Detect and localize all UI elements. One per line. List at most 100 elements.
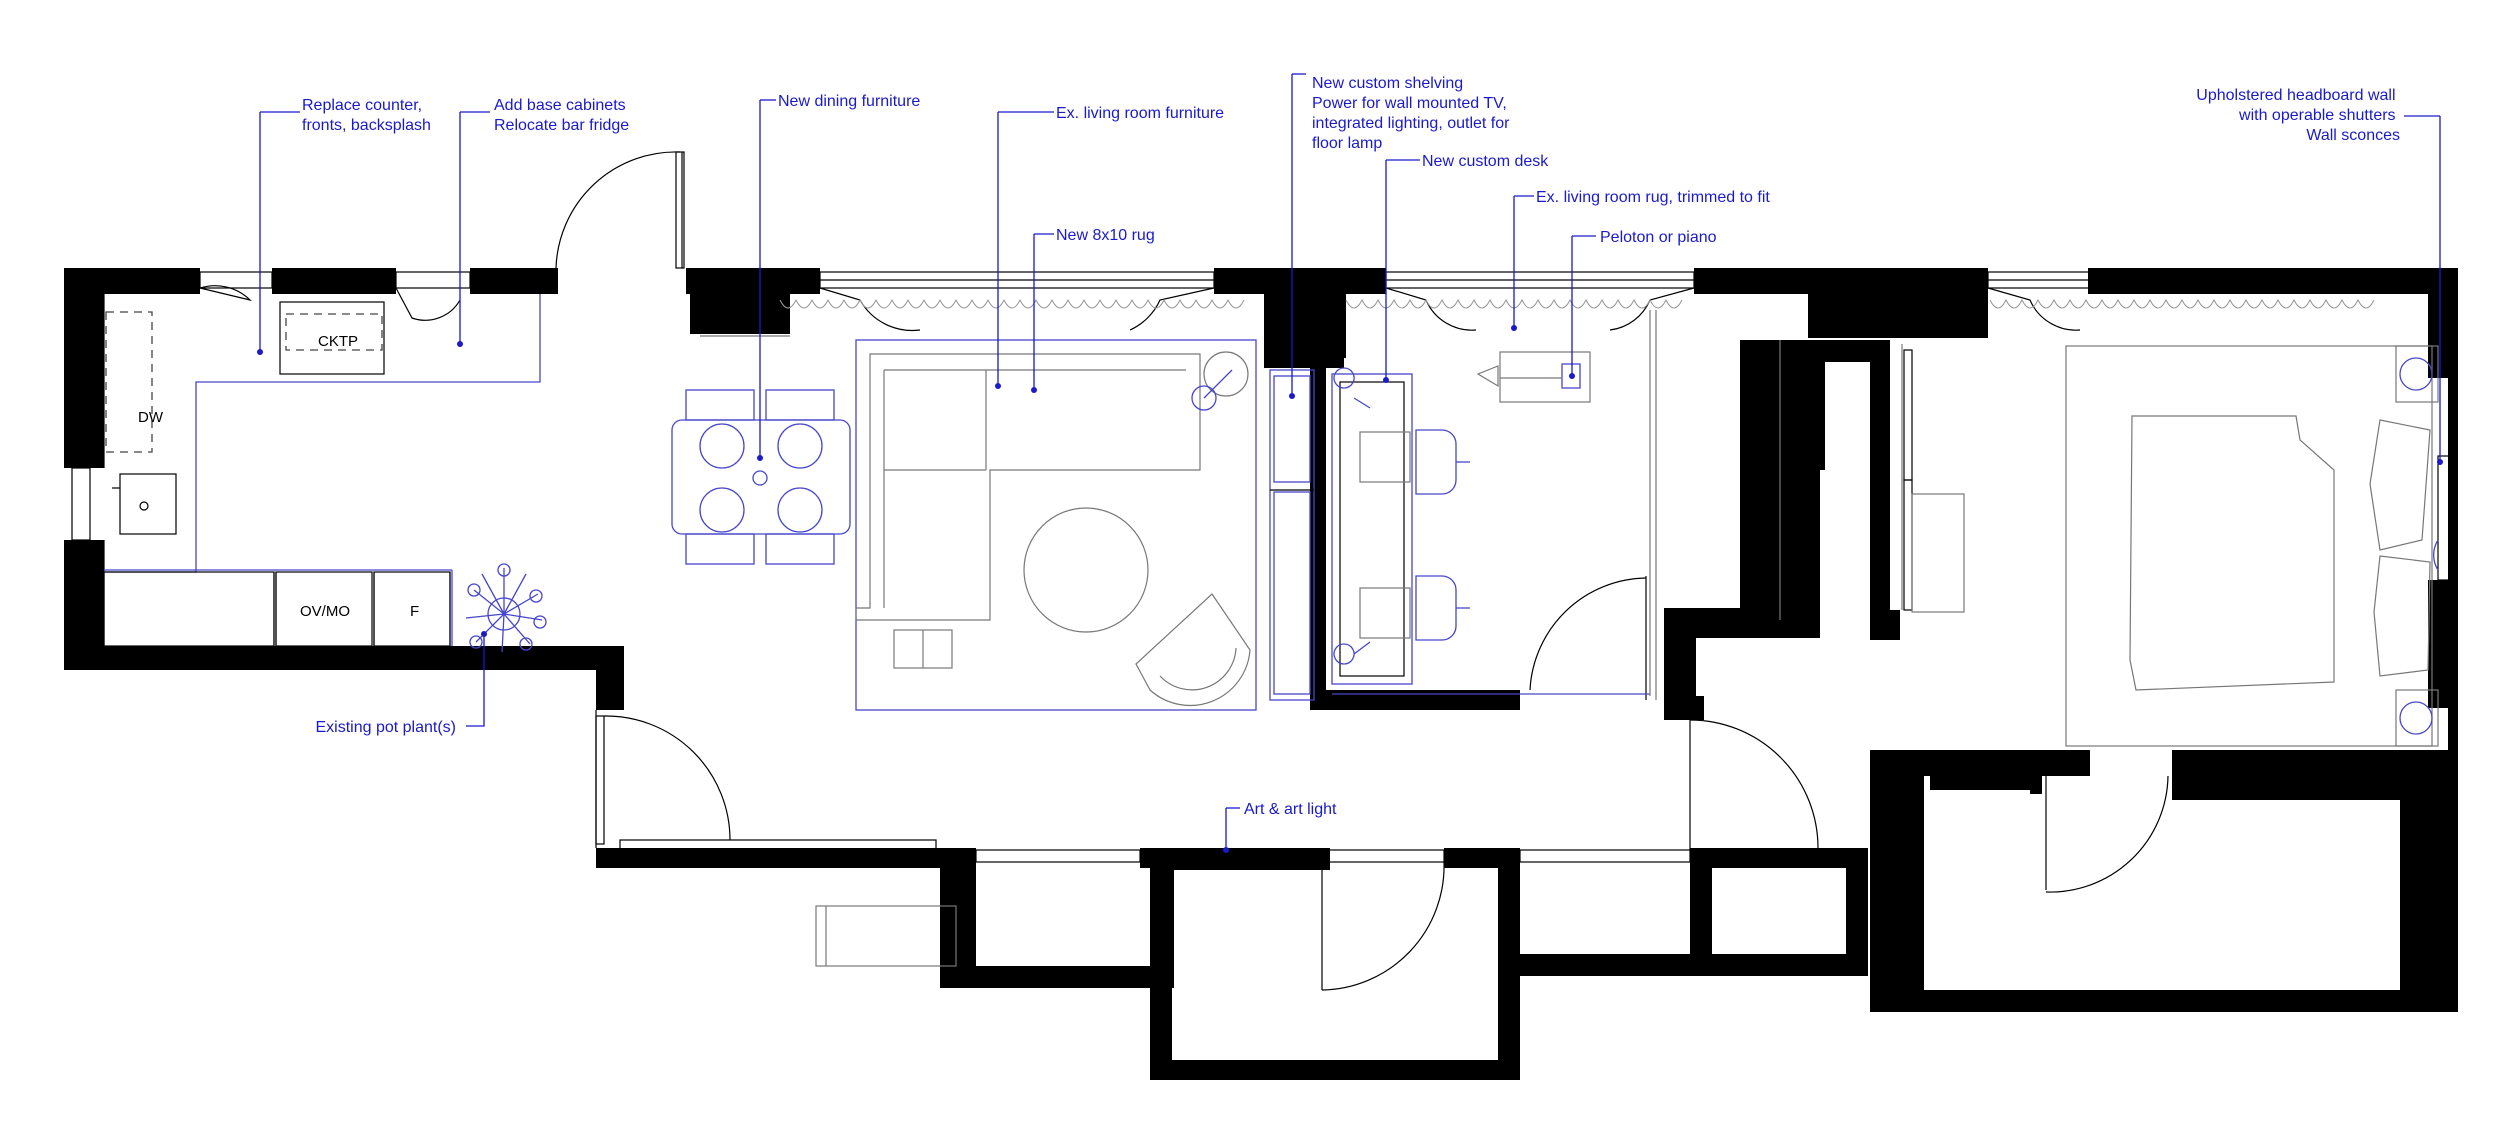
door-swing	[603, 715, 731, 841]
window	[199, 271, 273, 289]
plate	[777, 423, 823, 469]
annotation-line: New custom shelving	[1312, 75, 1463, 92]
window-swing	[199, 285, 252, 302]
wall-segment	[1870, 990, 2458, 1012]
wall-segment	[2400, 750, 2458, 1010]
wall-segment	[940, 966, 1170, 988]
nightstand-lamp	[2399, 357, 2433, 391]
wall-segment	[272, 268, 396, 294]
wall-segment	[1870, 340, 1890, 640]
annotation-line: Replace counter,	[302, 97, 422, 114]
wall-segment	[1150, 848, 1330, 870]
window	[975, 849, 1141, 863]
wall-segment	[2030, 760, 2042, 794]
pillow	[2369, 419, 2431, 551]
cooktop	[279, 301, 385, 375]
annotation-line: fronts, backsplash	[302, 117, 431, 134]
annotation-living-rug: Ex. living room rug, trimmed to fit	[1536, 189, 1770, 206]
bench-seat	[815, 905, 957, 967]
floor-lamp	[1191, 385, 1217, 411]
window	[71, 467, 91, 541]
curtain	[1989, 298, 2375, 309]
annotation-line: Existing pot plant(s)	[315, 719, 456, 736]
window-swing	[1609, 287, 1695, 331]
shelving-unit	[1269, 369, 1315, 701]
wall-segment	[470, 268, 558, 294]
plant-leaves	[465, 568, 543, 653]
wall-segment	[1808, 268, 1988, 338]
office-chair	[1415, 429, 1457, 495]
window-swing	[395, 287, 461, 321]
annotation-line: Art & art light	[1244, 801, 1337, 818]
wall-segment	[1664, 696, 1704, 720]
wall-segment	[1264, 268, 1344, 368]
wall-segment	[1870, 610, 1900, 640]
door-swing	[1321, 861, 1445, 991]
annotation-line: Add base cabinets	[494, 97, 626, 114]
window	[1711, 849, 1847, 863]
leader-dot	[481, 631, 487, 637]
shelving-lower	[1273, 491, 1311, 695]
closet-slider	[1903, 479, 1913, 611]
window	[619, 839, 937, 851]
door-swing	[2045, 775, 2169, 893]
plant-leaf	[467, 583, 481, 597]
coffee-table	[1023, 507, 1149, 633]
annotation-base-cabinets: Add base cabinets Relocate bar fridge	[494, 97, 630, 134]
wall-segment	[1444, 848, 1520, 868]
wall-segment	[2300, 268, 2448, 294]
wall-segment	[1498, 954, 1868, 976]
wall-segment	[1930, 770, 2030, 790]
sink-drain	[139, 501, 149, 511]
annotation-line: integrated lighting, outlet for	[1312, 115, 1510, 132]
annotation-art: Art & art light	[1244, 801, 1337, 818]
monitor	[1359, 431, 1411, 483]
closet-shelf	[1911, 493, 1965, 613]
wall-segment	[596, 646, 624, 710]
window	[395, 271, 471, 289]
plate	[777, 487, 823, 533]
desk-lamp	[1333, 367, 1371, 409]
wall-segment	[1690, 848, 1866, 868]
plant-leaf	[533, 615, 547, 629]
plant-leaf	[529, 589, 543, 603]
leader-dot	[1031, 387, 1037, 393]
curtains	[779, 298, 2375, 309]
pillow	[2373, 555, 2431, 677]
wall-segment	[1310, 360, 1326, 710]
plate	[699, 423, 745, 469]
leader-dot	[1223, 847, 1229, 853]
annotation-plants: Existing pot plant(s)	[315, 719, 456, 736]
plant-leaf	[497, 563, 511, 577]
leader-plants	[466, 634, 485, 727]
bed-duvet	[2129, 415, 2335, 691]
wall-segment	[596, 848, 618, 868]
sink	[119, 473, 177, 535]
door-leaf	[675, 151, 685, 269]
windows	[71, 271, 2455, 863]
oven-microwave-label: OV/MO	[300, 603, 350, 620]
armchair	[1135, 593, 1251, 707]
door-leaf	[595, 715, 605, 845]
leader-dot	[257, 349, 263, 355]
sofa	[855, 353, 1201, 621]
dining-set	[671, 389, 851, 565]
wall-segment	[690, 268, 790, 334]
plate	[699, 487, 745, 533]
dining-table	[671, 419, 851, 535]
desk-room	[1331, 351, 1591, 685]
plant-leaf	[469, 635, 483, 649]
bedroom	[2065, 345, 2439, 747]
kitchen: CKTP DW OV/MO F	[103, 294, 541, 647]
cooktop-dashed	[285, 313, 383, 351]
dishwasher-dashed	[105, 311, 153, 453]
wall-segment	[1150, 848, 1172, 1080]
custom-desk	[1331, 373, 1413, 685]
leader-dot	[457, 341, 463, 347]
cooktop-label: CKTP	[318, 333, 358, 350]
annotation-line: Ex. living room furniture	[1056, 105, 1224, 122]
annotation-line: New 8x10 rug	[1056, 227, 1155, 244]
window-swing	[1129, 287, 1215, 331]
annotation-line: with operable shutters	[2238, 107, 2396, 124]
annotation-living-furniture: Ex. living room furniture	[1056, 105, 1224, 122]
